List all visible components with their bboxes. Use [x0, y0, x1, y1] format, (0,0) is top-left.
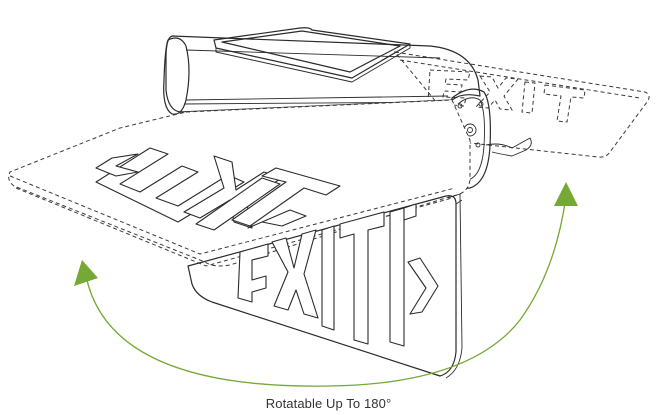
hanging-sign-panel — [187, 193, 463, 379]
arrow-head-right — [554, 182, 578, 206]
rotation-caption: Rotatable Up To 180° — [265, 396, 392, 411]
arrow-head-left — [74, 260, 98, 286]
rotation-arc — [74, 182, 578, 387]
